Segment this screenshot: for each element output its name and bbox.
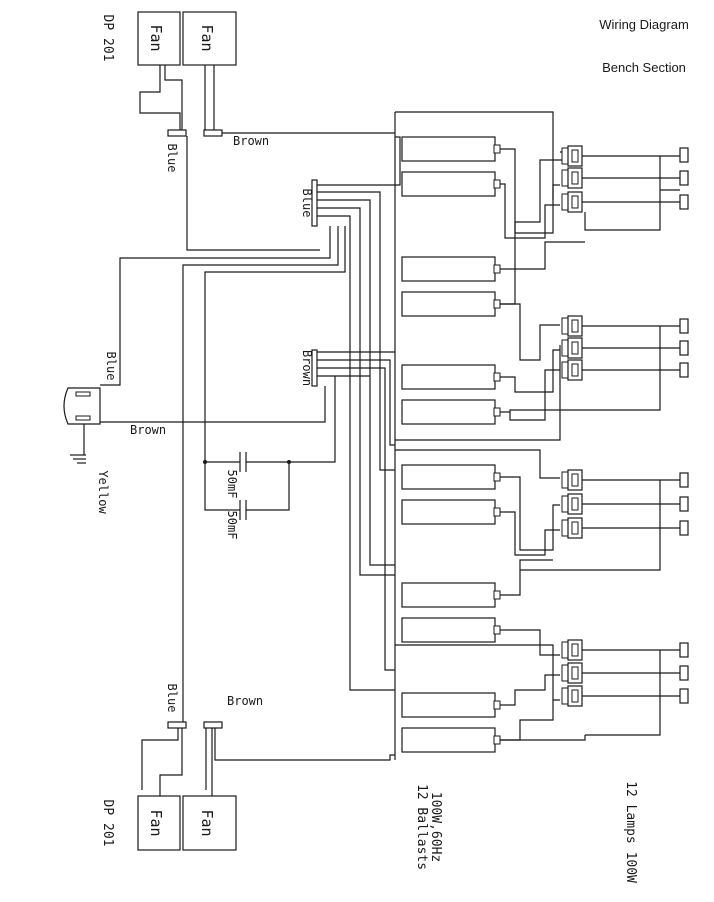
fan-top-left: Fan: [137, 11, 181, 66]
terminal-block-lower: [311, 349, 395, 671]
blue-label-upper-block: Blue: [300, 189, 314, 218]
capacitor-2: [230, 462, 290, 520]
fan-bottom-right: Fan: [182, 795, 237, 851]
fan-bottom-left: Fan: [137, 795, 181, 851]
capacitor-1: [203, 376, 336, 472]
capacitor-1-label: 50mF: [225, 470, 239, 499]
brown-label-lower-block: Brown: [300, 350, 314, 386]
fan-model-top: DP 201: [100, 15, 115, 62]
capacitor-2-label: 50mF: [225, 511, 239, 540]
power-plug: [63, 387, 101, 425]
ground-symbol: [70, 454, 86, 464]
brown-label-top-fan: Brown: [233, 134, 269, 148]
lamp-group-3: [520, 469, 689, 571]
diagram-title: Wiring Diagram: [599, 17, 689, 32]
fan-label: Fan: [198, 24, 216, 51]
diagram-subtitle: Bench Section: [602, 60, 686, 75]
ballast-group: [401, 136, 496, 753]
blue-label-bottom-fan: Blue: [165, 684, 179, 713]
fan-top-right: Fan: [182, 11, 237, 66]
brown-label-bottom-fan: Brown: [227, 694, 263, 708]
lamps-label: 12 Lamps 100W: [623, 781, 638, 883]
ballasts-spec-label: 100W,60Hz: [428, 792, 443, 862]
lamp-group-2: [509, 315, 689, 412]
fan-model-bottom: DP 201: [100, 800, 115, 847]
fan-label: Fan: [198, 809, 216, 836]
yellow-label: Yellow: [96, 470, 110, 514]
ballasts-count-label: 12 Ballasts: [414, 784, 429, 870]
terminal-block-upper: [311, 136, 401, 691]
lamp-group-4: [561, 639, 689, 736]
blue-label-top-fan: Blue: [165, 144, 179, 173]
blue-label-plug: Blue: [104, 352, 118, 381]
fan-label: Fan: [147, 24, 165, 51]
fan-label: Fan: [147, 809, 165, 836]
lamp-group-1: [560, 145, 689, 231]
brown-label-plug: Brown: [130, 423, 166, 437]
